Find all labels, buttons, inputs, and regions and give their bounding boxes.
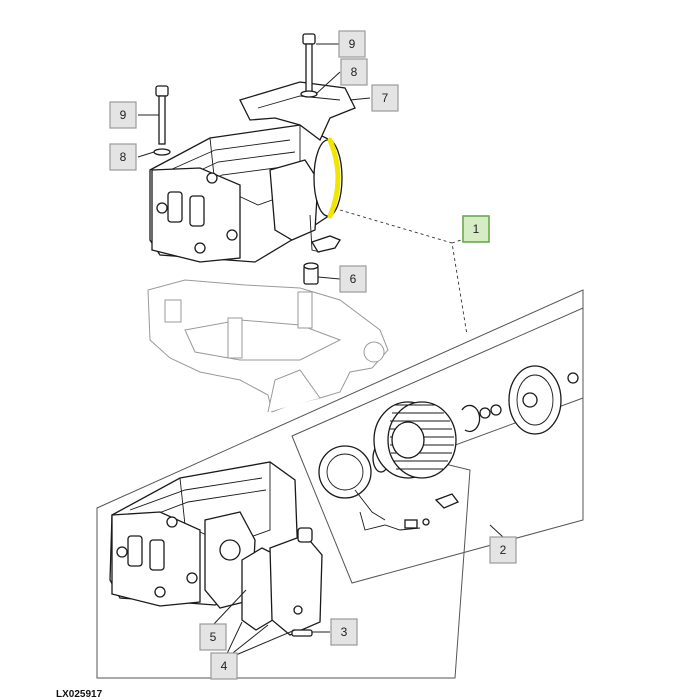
compressor-assembly-top bbox=[149, 124, 343, 263]
callout-9-upper: 9 bbox=[338, 30, 366, 58]
callout-4: 4 bbox=[210, 652, 238, 680]
mounting-bracket bbox=[147, 279, 389, 413]
svg-text:2: 2 bbox=[500, 543, 507, 557]
callout-1: 1 bbox=[462, 215, 490, 243]
clutch-detail-frame bbox=[291, 307, 584, 584]
callout-2: 2 bbox=[489, 536, 517, 564]
heat-shield bbox=[239, 81, 356, 142]
highlighted-clutch-edge bbox=[327, 137, 341, 219]
spacer-bushing bbox=[303, 262, 319, 285]
svg-text:6: 6 bbox=[350, 272, 357, 286]
svg-text:4: 4 bbox=[221, 659, 228, 673]
callout-7: 7 bbox=[371, 84, 399, 112]
callout-9-left: 9 bbox=[109, 101, 137, 129]
callout-8-left: 8 bbox=[109, 143, 137, 171]
svg-text:3: 3 bbox=[341, 625, 348, 639]
svg-text:1: 1 bbox=[473, 222, 480, 236]
figure-id: LX025917 bbox=[56, 689, 103, 700]
callout-3: 3 bbox=[330, 618, 358, 646]
washer-left bbox=[153, 148, 171, 156]
svg-text:7: 7 bbox=[382, 91, 389, 105]
svg-text:8: 8 bbox=[351, 65, 358, 79]
svg-text:8: 8 bbox=[120, 150, 127, 164]
callout-8-upper: 8 bbox=[340, 58, 368, 86]
callout-5: 5 bbox=[199, 623, 227, 651]
callout-6: 6 bbox=[339, 265, 367, 293]
svg-text:9: 9 bbox=[120, 108, 127, 122]
svg-text:5: 5 bbox=[210, 630, 217, 644]
washer-upper bbox=[300, 90, 318, 98]
clutch-parts bbox=[318, 365, 579, 531]
compressor-lower bbox=[109, 461, 323, 637]
bolt-left bbox=[155, 85, 169, 145]
svg-text:9: 9 bbox=[349, 37, 356, 51]
